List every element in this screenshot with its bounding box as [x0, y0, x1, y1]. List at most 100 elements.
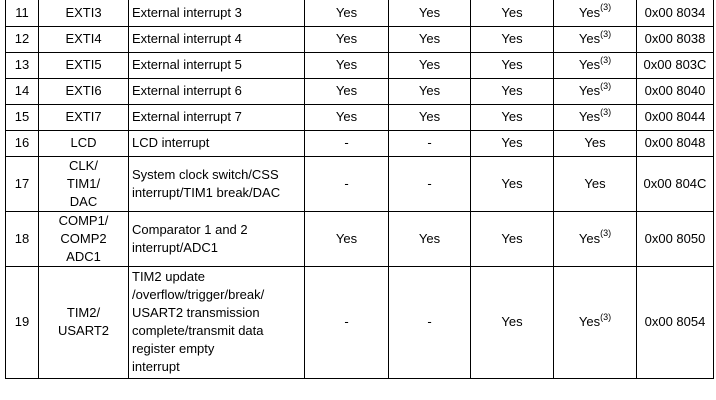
cell-number: 15 — [5, 103, 39, 131]
cell-col2: Yes — [388, 77, 471, 105]
cell-col1-text: Yes — [335, 83, 358, 98]
cell-description: Comparator 1 and 2 interrupt/ADC1 — [128, 210, 305, 267]
cell-number-text: 18 — [14, 230, 30, 246]
cell-col3: Yes — [470, 103, 554, 131]
cell-col1: - — [304, 265, 389, 379]
cell-col3-text: Yes — [501, 230, 523, 246]
footnote-ref: (3) — [600, 106, 612, 117]
cell-col2: - — [388, 129, 471, 157]
cell-col3-text: Yes — [501, 109, 523, 124]
cell-source-text: EXTI5 — [65, 57, 102, 72]
cell-source-text: COMP1/ COMP2 ADC1 — [58, 212, 109, 264]
cell-col2: Yes — [388, 0, 471, 27]
cell-number: 11 — [5, 0, 39, 27]
cell-col4-text: Yes — [578, 4, 601, 20]
cell-source-text: EXTI7 — [65, 109, 102, 124]
cell-col3: Yes — [470, 25, 554, 53]
cell-address: 0x00 8050 — [636, 210, 714, 267]
footnote-ref: (3) — [600, 54, 612, 65]
cell-col1: - — [304, 155, 389, 212]
footnote-ref: (3) — [600, 2, 612, 13]
cell-address-text: 0x00 8044 — [644, 109, 706, 124]
cell-col1: Yes — [304, 210, 389, 267]
cell-address-text: 0x00 8040 — [644, 83, 706, 98]
cell-col2: Yes — [388, 51, 471, 79]
cell-col4: Yes — [553, 129, 637, 157]
cell-col4-text: Yes — [578, 83, 601, 98]
cell-col4: Yes(3) — [553, 265, 637, 379]
cell-col1-text: Yes — [335, 230, 358, 246]
cell-description: External interrupt 3 — [128, 0, 305, 27]
cell-number: 18 — [5, 210, 39, 267]
cell-col3-text: Yes — [501, 135, 523, 150]
cell-col1: Yes — [304, 51, 389, 79]
cell-col2: - — [388, 155, 471, 212]
cell-description-text: Comparator 1 and 2 interrupt/ADC1 — [132, 221, 248, 255]
cell-col4-text: Yes — [578, 109, 601, 124]
cell-col4: Yes(3) — [553, 25, 637, 53]
cell-col3-text: Yes — [501, 4, 523, 20]
cell-number-text: 12 — [14, 31, 30, 46]
cell-address: 0x00 8038 — [636, 25, 714, 53]
cell-col2-text: Yes — [418, 83, 441, 98]
cell-col3-text: Yes — [501, 83, 523, 98]
cell-col1: Yes — [304, 103, 389, 131]
cell-col3-text: Yes — [501, 175, 523, 191]
cell-address-text: 0x00 804C — [643, 175, 707, 191]
cell-col1-text: Yes — [335, 109, 358, 124]
cell-description-text: External interrupt 3 — [132, 4, 242, 20]
cell-source: CLK/ TIM1/ DAC — [38, 155, 129, 212]
cell-col2-text: Yes — [418, 31, 441, 46]
cell-col2: Yes — [388, 25, 471, 53]
cell-col3-text: Yes — [501, 57, 523, 72]
cell-col2-text: - — [427, 175, 432, 191]
cell-address-text: 0x00 8034 — [644, 4, 706, 20]
cell-address: 0x00 8054 — [636, 265, 714, 379]
cell-address-text: 0x00 8050 — [644, 230, 706, 246]
cell-col4: Yes(3) — [553, 51, 637, 79]
cell-col2-text: Yes — [418, 4, 441, 20]
cell-source: TIM2/ USART2 — [38, 265, 129, 379]
cell-col3: Yes — [470, 129, 554, 157]
cell-description: TIM2 update /overflow/trigger/break/ USA… — [128, 265, 305, 379]
cell-col1: Yes — [304, 77, 389, 105]
cell-source: EXTI3 — [38, 0, 129, 27]
cell-col1-text: - — [344, 135, 349, 150]
cell-col2-text: - — [427, 314, 432, 329]
cell-description-text: LCD interrupt — [132, 135, 210, 150]
cell-source-text: EXTI3 — [65, 4, 102, 20]
footnote-ref: (3) — [600, 228, 612, 239]
cell-address-text: 0x00 803C — [643, 57, 707, 72]
cell-number: 14 — [5, 77, 39, 105]
cell-col3: Yes — [470, 210, 554, 267]
cell-description: LCD interrupt — [128, 129, 305, 157]
cell-description: External interrupt 7 — [128, 103, 305, 131]
cell-col4: Yes(3) — [553, 103, 637, 131]
cell-address-text: 0x00 8048 — [644, 135, 706, 150]
cell-col1-text: Yes — [335, 31, 358, 46]
cell-number-text: 14 — [14, 83, 30, 98]
cell-col2-text: - — [427, 135, 432, 150]
cell-source: LCD — [38, 129, 129, 157]
cell-source: COMP1/ COMP2 ADC1 — [38, 210, 129, 267]
cell-address: 0x00 8048 — [636, 129, 714, 157]
cell-description: External interrupt 4 — [128, 25, 305, 53]
cell-col4-text: Yes — [584, 135, 606, 150]
cell-col1: Yes — [304, 0, 389, 27]
cell-source-text: EXTI4 — [65, 31, 102, 46]
cell-col4-text: Yes — [578, 230, 601, 246]
cell-col4-text: Yes — [578, 31, 601, 46]
cell-number: 17 — [5, 155, 39, 212]
cell-col4: Yes(3) — [553, 210, 637, 267]
cell-col2: - — [388, 265, 471, 379]
footnote-ref: (3) — [600, 28, 612, 39]
cell-col2: Yes — [388, 103, 471, 131]
